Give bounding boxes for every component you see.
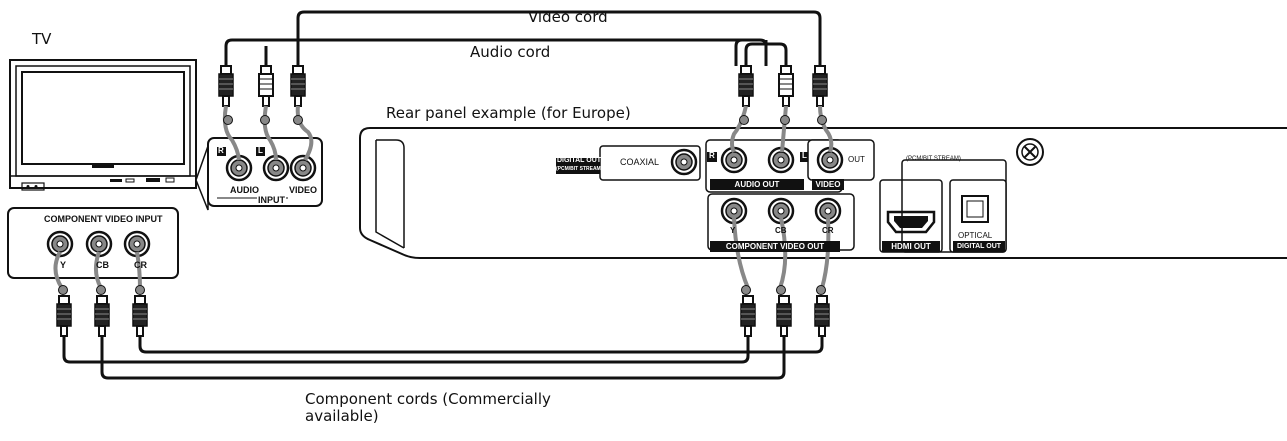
tv-l-mark: L — [258, 146, 263, 155]
component-cord — [62, 336, 824, 380]
tv-audio-label: AUDIO — [230, 185, 259, 195]
player-l-mark: L — [802, 151, 807, 160]
pcm-bitstream-label-2: (PCM/BIT STREAM) — [906, 156, 961, 162]
tv-video-jack — [289, 154, 317, 182]
audio-out-label: AUDIO OUT — [710, 179, 804, 190]
video-plug-player — [812, 65, 828, 107]
component-plug-y-tv — [56, 295, 72, 337]
tv-r-mark: R — [218, 146, 224, 155]
component-plug-cr-player — [814, 295, 830, 337]
component-plug-cr-tv — [132, 295, 148, 337]
component-cords-label: Component cords (Commercially available) — [305, 390, 551, 425]
player-cb-label: CB — [775, 226, 787, 235]
digital-out-label-2: DIGITAL OUT — [953, 241, 1005, 252]
digital-out-label: DIGITAL OUT — [556, 157, 602, 164]
player-component-dots — [741, 285, 826, 295]
component-plug-cb-tv — [94, 295, 110, 337]
pcm-bitstream-label: (PCM/BIT STREAM) — [556, 166, 603, 172]
player-cr-label: CR — [822, 226, 834, 235]
tv-cr-label: CR — [134, 260, 147, 270]
audio-cord — [224, 38, 788, 66]
optical-label: OPTICAL — [958, 231, 993, 240]
video-plug-tv — [290, 65, 306, 107]
audio-plug-l-player — [778, 65, 794, 107]
player-component-cable-ends — [732, 217, 831, 289]
audio-plug-r-player — [738, 65, 754, 107]
player-r-mark: R — [709, 151, 715, 160]
video-cord-label: Video cord — [528, 8, 608, 26]
tv-video-label: VIDEO — [289, 185, 318, 195]
out-label: OUT — [848, 155, 865, 164]
tv-av-dots — [223, 115, 303, 125]
coaxial-label: COAXIAL — [620, 157, 660, 167]
video-cord — [296, 10, 822, 66]
tv-component-dots — [58, 285, 145, 295]
tv-input-label: INPUT — [257, 195, 286, 205]
audio-plug-l-tv — [258, 65, 274, 107]
player-y-label: Y — [730, 226, 736, 235]
audio-cord-label: Audio cord — [470, 43, 551, 61]
tv-component-input-panel — [7, 207, 179, 279]
hdmi-out-label: HDMI OUT — [882, 241, 940, 252]
audio-plug-r-tv — [218, 65, 234, 107]
rear-panel-label: Rear panel example (for Europe) — [386, 104, 631, 122]
component-plug-cb-player — [776, 295, 792, 337]
tv-y-label: Y — [60, 260, 67, 270]
component-plug-y-player — [740, 295, 756, 337]
player-av-dots — [739, 115, 827, 125]
tv-label: TV — [32, 30, 52, 48]
video-out-tag: VIDEO — [812, 179, 844, 190]
coaxial-jack — [670, 148, 698, 176]
component-video-out-label: COMPONENT VIDEO OUT — [710, 241, 840, 252]
player-rear-panel — [359, 127, 1287, 259]
tv-cb-label: CB — [96, 260, 109, 270]
tv-unit — [9, 59, 197, 191]
tv-component-title: COMPONENT VIDEO INPUT — [44, 214, 163, 224]
